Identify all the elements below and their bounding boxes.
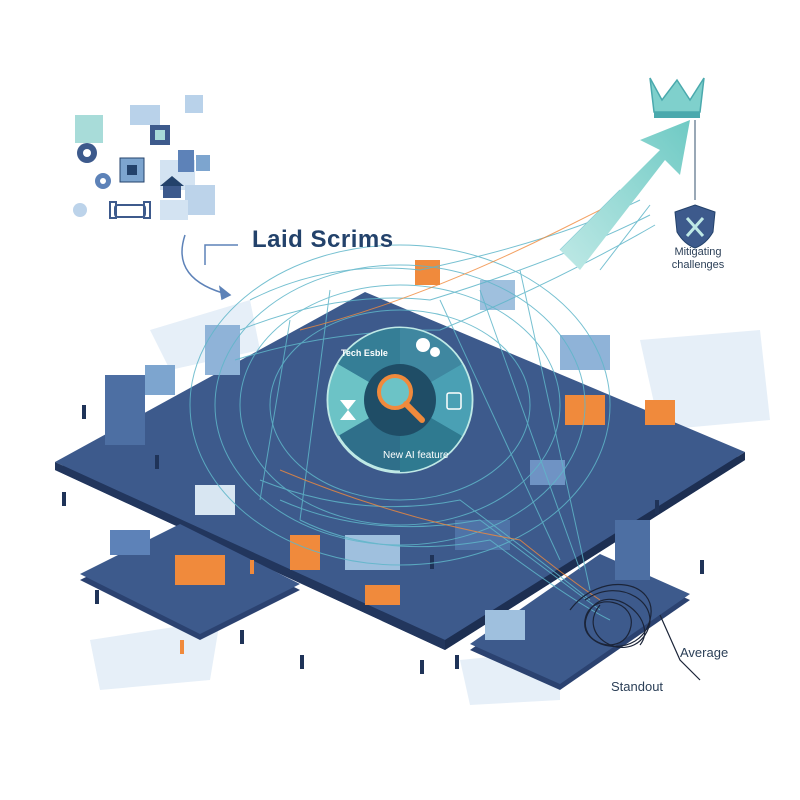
visitors [62,405,704,674]
side-floor-right [470,554,690,690]
server-icon [178,150,210,172]
curved-arrow [181,234,238,301]
gear-icon [416,338,440,357]
growth-arrow [560,120,690,270]
magnifier-icon [377,374,425,423]
page-title: Laid Scrims [252,226,394,253]
gear-icon [77,143,97,163]
mitigating-label: Mitigating challenges [671,246,725,271]
house-icon [160,176,184,198]
standout-label: Standout [611,679,664,694]
wheel-label-bottom: New AI feature [383,450,449,461]
shield-x-icon [674,204,716,249]
scribble [569,584,701,681]
hourglass-icon [340,400,356,420]
gear-icon [95,173,111,189]
average-label: Average [680,645,729,660]
center-wheel [326,326,474,474]
chip-icon [446,392,462,410]
chip-icon [119,157,145,183]
chip-icon [150,125,170,145]
icon-cluster [73,95,215,220]
sofa-icon [109,201,151,219]
crown-icon [649,77,705,118]
wheel-label-top: Tech Esble [341,348,388,358]
mesh-orange-strands [279,189,641,601]
